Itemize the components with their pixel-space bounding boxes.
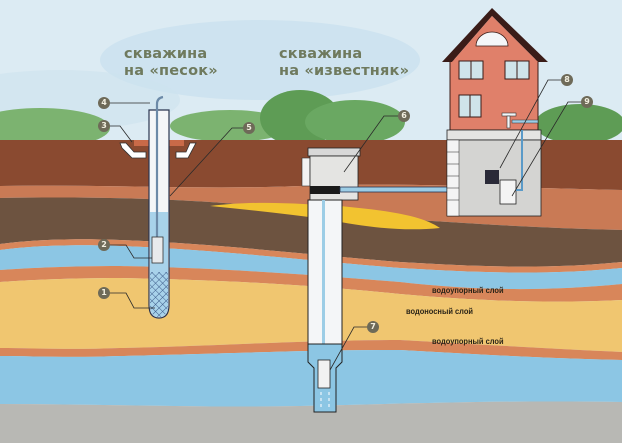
limestone-bedrock — [0, 401, 622, 443]
sand-well-title-line2: на «песок» — [124, 63, 218, 79]
callout-6-caisson: 6 — [398, 110, 410, 122]
leader-lines — [110, 79, 581, 371]
aquifer-layer-label: водоносный слой — [406, 306, 474, 316]
lower-water-layer — [0, 350, 622, 407]
callout-7-pump: 7 — [367, 321, 379, 333]
limestone-well-title-line2: на «известняк» — [279, 63, 410, 79]
sand-well — [119, 95, 197, 319]
impermeable-layer-bottom-label: водоупорный слой — [432, 336, 504, 346]
house — [442, 8, 548, 217]
limestone-well-title-line1: скважина — [279, 46, 363, 62]
sand-well-title: скважина на «песок» — [124, 46, 218, 80]
trees — [0, 90, 622, 148]
impermeable-layer-top-label: водоупорный слой — [432, 285, 504, 295]
callout-8-accumulator: 8 — [561, 74, 573, 86]
callout-3-clay-collar: 3 — [98, 120, 110, 132]
callout-5-casing: 5 — [243, 122, 255, 134]
callout-1-filter: 1 — [98, 287, 110, 299]
limestone-well-title: скважина на «известняк» — [279, 46, 409, 80]
callout-4-outlet-pipe: 4 — [98, 97, 110, 109]
callout-2-pump: 2 — [98, 239, 110, 251]
callout-9-filter: 9 — [581, 96, 593, 108]
sand-well-title-line1: скважина — [124, 46, 208, 62]
